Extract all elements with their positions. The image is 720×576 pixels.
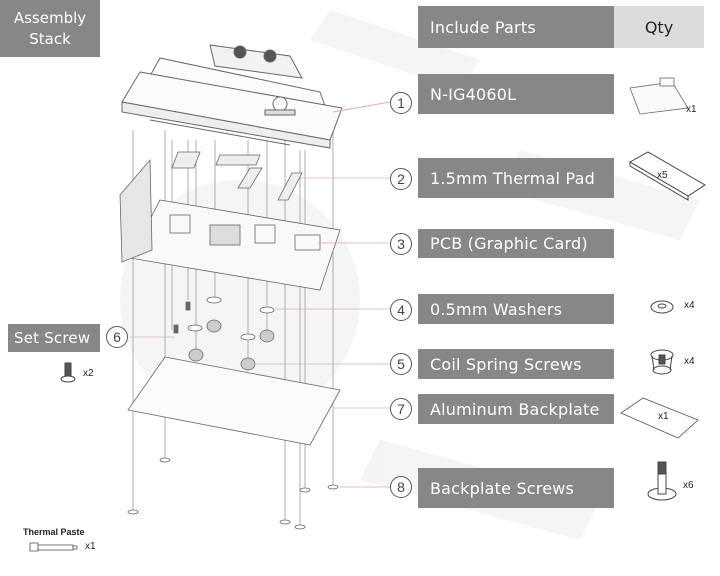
part-qty-water-block: x1 — [686, 104, 697, 115]
part-label-water-block: N-IG4060L — [418, 74, 614, 114]
include-parts-header: Include Parts — [418, 6, 614, 48]
part-number-8: 8 — [390, 476, 412, 498]
part-number-4: 4 — [390, 299, 412, 321]
set-screw-label: Set Screw — [8, 324, 100, 352]
set-screw-qty: x2 — [83, 368, 94, 379]
thermal-pad-icon — [628, 151, 706, 201]
part-number-5: 5 — [390, 353, 412, 375]
part-label-thermal-pad: 1.5mm Thermal Pad — [418, 158, 614, 198]
coil-spring-screw-icon — [650, 349, 674, 375]
thermal-pads-drawing — [171, 151, 390, 201]
part-number-7: 7 — [390, 398, 412, 420]
water-block-icon — [629, 77, 689, 115]
part-number-6: 6 — [106, 326, 128, 348]
pcb-drawing — [119, 158, 390, 291]
part-number-3: 3 — [390, 233, 412, 255]
washers-and-springs-drawing — [130, 296, 390, 371]
backplate-screws-drawing — [127, 457, 390, 530]
title-line-2: Stack — [29, 29, 71, 48]
part-qty-backplate: x1 — [658, 411, 669, 422]
set-screw-icon — [60, 362, 76, 383]
part-number-2: 2 — [390, 168, 412, 190]
part-qty-washers: x4 — [684, 300, 695, 311]
part-qty-backplate-screws: x6 — [683, 480, 694, 491]
part-label-pcb: PCB (Graphic Card) — [418, 229, 614, 258]
part-number-1: 1 — [390, 92, 412, 114]
thermal-paste-qty: x1 — [85, 541, 96, 552]
qty-header: Qty — [614, 6, 704, 48]
thermal-paste-label: Thermal Paste — [23, 527, 85, 537]
part-qty-thermal-pad: x5 — [657, 170, 668, 181]
backplate-screw-icon — [647, 461, 677, 501]
thermal-paste-syringe-icon — [29, 542, 78, 552]
washer-icon — [650, 300, 674, 314]
water-block-drawing — [121, 44, 391, 149]
assembly-stack-title: Assembly Stack — [0, 0, 100, 57]
backplate-icon — [620, 397, 699, 439]
part-qty-coil-spring-screws: x4 — [684, 356, 695, 367]
part-label-backplate: Aluminum Backplate — [418, 394, 614, 424]
part-label-washers: 0.5mm Washers — [418, 294, 614, 324]
part-label-coil-spring-screws: Coil Spring Screws — [418, 349, 614, 379]
title-line-1: Assembly — [13, 8, 87, 27]
part-label-backplate-screws: Backplate Screws — [418, 468, 614, 508]
backplate-drawing — [127, 356, 390, 446]
